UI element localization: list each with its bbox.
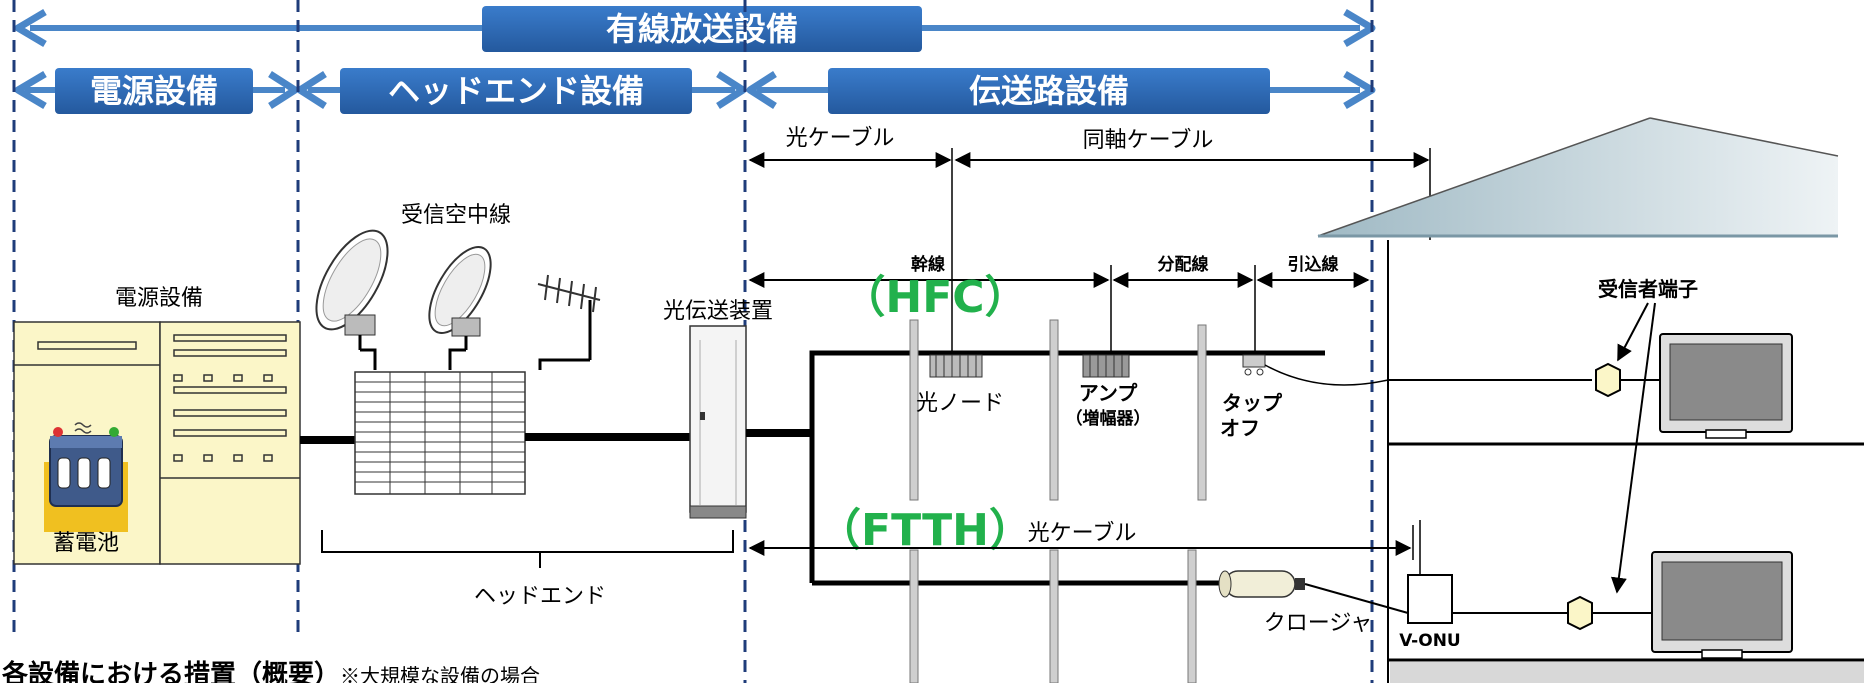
top-banner: 有線放送設備 <box>482 6 922 52</box>
transmission-banner: 伝送路設備 <box>828 68 1270 114</box>
receiver-pointers <box>1610 302 1656 594</box>
tap-label: タップ <box>1222 391 1283 415</box>
drop-label: 引込線 <box>1288 254 1339 275</box>
amp-sub-label: （増幅器） <box>1066 408 1151 429</box>
optical-span: 光ケーブル <box>748 126 952 168</box>
receiver-terminal-label: 受信者端子 <box>1598 277 1698 301</box>
receiver-terminal-icon <box>1567 595 1593 631</box>
closure-icon <box>1218 570 1305 598</box>
yagi-antenna-icon <box>537 274 601 360</box>
drop-span: 引込線 <box>1256 254 1370 288</box>
antenna-feed-lines <box>360 348 590 370</box>
tap-off-icon <box>1242 354 1266 376</box>
distribution-label: 分配線 <box>1158 254 1209 275</box>
banner-headend-label: ヘッドエンド設備 <box>388 72 644 110</box>
ftth-drop-cable <box>1304 583 1409 614</box>
satellite-dish-icon <box>315 229 389 350</box>
footer: 各設備における措置（概要）※大規模な設備の場合 <box>1 659 540 683</box>
optical-cable-label: 光ケーブル <box>786 126 895 151</box>
optical-tx-label: 光伝送装置 <box>663 299 773 324</box>
headend-rack <box>354 371 526 495</box>
power-equipment-label: 電源設備 <box>115 286 203 311</box>
vonu-device <box>1407 520 1453 624</box>
optical-transmitter-icon <box>689 325 747 519</box>
banner-top-label: 有線放送設備 <box>606 10 798 48</box>
vonu-label: V-ONU <box>1399 631 1460 651</box>
coax-cable-label: 同軸ケーブル <box>1083 128 1214 153</box>
trunk-label: 幹線 <box>911 254 945 275</box>
optical-node-label: 光ノード <box>916 391 1004 416</box>
battery-label: 蓄電池 <box>53 531 119 556</box>
ftth-optical-span: 光ケーブル <box>748 521 1412 556</box>
banner-transmission-label: 伝送路設備 <box>969 72 1129 110</box>
receiver-terminal-icon <box>1595 362 1621 398</box>
amplifier-icon <box>1082 354 1130 378</box>
headend-label: ヘッドエンド <box>474 584 606 609</box>
tv-icon <box>1659 333 1793 439</box>
off-label: オフ <box>1220 416 1260 440</box>
amp-label: アンプ <box>1079 381 1139 405</box>
ftth-optical-label: 光ケーブル <box>1028 521 1137 546</box>
closure-label: クロージャ <box>1264 611 1372 636</box>
power-banner: 電源設備 <box>55 68 253 114</box>
footer-title: 各設備における措置（概要） <box>1 659 340 683</box>
trunk-span: 幹線 <box>748 254 1110 288</box>
banner-power-label: 電源設備 <box>90 72 218 110</box>
battery-icon <box>44 422 128 532</box>
headend-banner: ヘッドエンド設備 <box>340 68 692 114</box>
headend-bracket <box>321 530 734 568</box>
optical-node-icon <box>929 354 983 378</box>
hfc-label: （HFC） <box>841 272 1028 323</box>
satellite-dish-icon <box>428 246 492 350</box>
coax-span: 同軸ケーブル <box>954 128 1430 168</box>
tv-icon <box>1651 551 1793 659</box>
distribution-span: 分配線 <box>1112 254 1254 288</box>
antenna-label: 受信空中線 <box>401 203 511 228</box>
house <box>1317 117 1864 683</box>
footer-note: ※大規模な設備の場合 <box>340 664 540 683</box>
